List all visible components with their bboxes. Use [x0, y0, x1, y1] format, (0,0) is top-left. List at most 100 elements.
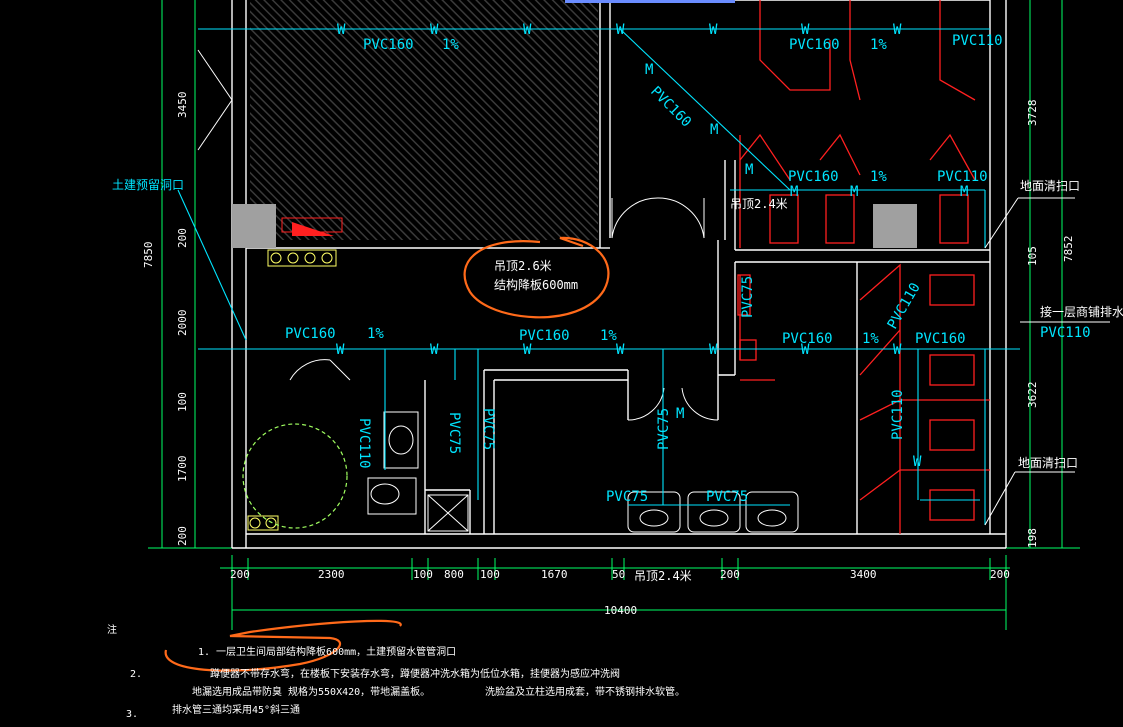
svg-text:3400: 3400	[850, 568, 877, 581]
ceiling-height-right: 吊顶2.4米	[730, 197, 788, 211]
label-slope-mid-right: 1%	[870, 169, 887, 185]
label-pvc160-mid-right: PVC160	[788, 169, 839, 185]
svg-text:W: W	[523, 22, 532, 38]
leader-lines	[984, 197, 1110, 526]
label-pvc110-vertical-r: PVC110	[885, 280, 924, 332]
label-pvc75-b: PVC75	[480, 408, 496, 450]
svg-text:2.: 2.	[130, 669, 142, 680]
label-slope-main-center: 1%	[600, 328, 617, 344]
hatched-area	[250, 0, 598, 240]
svg-text:M: M	[960, 184, 968, 200]
cleanout-row	[247, 249, 337, 531]
label-pvc160-main-center: PVC160	[519, 328, 570, 344]
label-pvc160-main-right: PVC160	[782, 331, 833, 347]
label-slope-main-right: 1%	[862, 331, 879, 347]
w-markers: W W W W W W W W W W W W W W W	[336, 22, 922, 470]
svg-text:1. 一层卫生间局部结构降板600mm，土建预留水管管洞口: 1. 一层卫生间局部结构降板600mm，土建预留水管管洞口	[198, 645, 456, 658]
svg-text:100: 100	[480, 568, 500, 581]
svg-text:M: M	[645, 62, 653, 78]
svg-text:2300: 2300	[318, 568, 345, 581]
label-pvc110-left: PVC110	[356, 418, 372, 469]
svg-text:洗脸盆及立柱选用成套，带不锈钢排水软管。: 洗脸盆及立柱选用成套，带不锈钢排水软管。	[485, 685, 685, 698]
column-left	[232, 204, 276, 248]
svg-text:200: 200	[990, 568, 1010, 581]
svg-text:200: 200	[176, 228, 189, 248]
svg-text:1700: 1700	[176, 456, 189, 483]
svg-text:2000: 2000	[176, 310, 189, 337]
svg-text:注: 注	[107, 623, 117, 636]
dims-right: 3728 105 3622 198 7852	[1026, 100, 1075, 549]
label-pvc110-vertical-rr: PVC110	[890, 389, 906, 440]
svg-text:M: M	[710, 122, 718, 138]
label-pvc75-vertical: PVC75	[740, 276, 756, 318]
svg-text:7850: 7850	[142, 242, 155, 269]
label-pvc160-diagonal: PVC160	[647, 84, 694, 131]
svg-text:M: M	[676, 406, 684, 422]
svg-text:排水管三通均采用45°斜三通: 排水管三通均采用45°斜三通	[172, 703, 300, 716]
label-slope-main-left: 1%	[367, 326, 384, 342]
svg-text:100: 100	[413, 568, 433, 581]
floor-cleanout-label-2: 地面清扫口	[1018, 456, 1078, 470]
svg-text:200: 200	[176, 526, 189, 546]
label-slope-top: 1%	[442, 37, 459, 53]
floor-cleanout-label-1: 地面清扫口	[1020, 179, 1080, 193]
svg-text:M: M	[850, 184, 858, 200]
label-pvc75-basin-right: PVC75	[706, 489, 748, 505]
svg-text:3.: 3.	[126, 709, 138, 720]
svg-text:10400: 10400	[604, 604, 637, 617]
ceiling-height-center: 吊顶2.6米	[494, 259, 552, 273]
svg-text:地漏选用成品带防臭 规格为550X420，带地漏盖板。: 地漏选用成品带防臭 规格为550X420，带地漏盖板。	[192, 685, 430, 698]
dims-bottom: 200 2300 100 800 100 1670 50 200 3400 20…	[230, 568, 1010, 617]
label-pvc110-to-floor1: PVC110	[1040, 325, 1091, 341]
svg-text:1670: 1670	[541, 568, 568, 581]
label-pvc160-top: PVC160	[363, 37, 414, 53]
svg-text:198: 198	[1026, 528, 1039, 548]
toilet-stalls	[737, 0, 990, 534]
svg-text:蹲便器不带存水弯，在楼板下安装存水弯，蹲便器冲洗水箱为低位水: 蹲便器不带存水弯，在楼板下安装存水弯，蹲便器冲洗水箱为低位水箱，挂便器为感应冲洗…	[210, 667, 620, 680]
svg-text:W: W	[616, 342, 625, 358]
label-pvc160-top-right: PVC160	[789, 37, 840, 53]
svg-text:3450: 3450	[176, 92, 189, 119]
svg-text:W: W	[893, 342, 902, 358]
label-pvc110-top-right: PVC110	[952, 33, 1003, 49]
svg-text:100: 100	[176, 392, 189, 412]
round-shower	[242, 423, 348, 529]
svg-text:W: W	[893, 22, 902, 38]
label-pvc75-c: PVC75	[656, 408, 672, 450]
markup-annotations	[164, 236, 610, 672]
svg-text:M: M	[745, 162, 753, 178]
svg-text:105: 105	[1026, 246, 1039, 266]
notes-block: 注 1. 一层卫生间局部结构降板600mm，土建预留水管管洞口 2. 蹲便器不带…	[107, 623, 685, 720]
label-pvc110-mid-right: PVC110	[937, 169, 988, 185]
svg-text:W: W	[336, 342, 345, 358]
svg-text:W: W	[430, 342, 439, 358]
blue-marker-top	[565, 0, 735, 3]
svg-text:W: W	[523, 342, 532, 358]
svg-text:M: M	[790, 184, 798, 200]
svg-text:7852: 7852	[1062, 236, 1075, 263]
label-pvc160-main-left: PVC160	[285, 326, 336, 342]
label-slope-top-right: 1%	[870, 37, 887, 53]
label-pvc75-a: PVC75	[446, 412, 462, 454]
svg-text:800: 800	[444, 568, 464, 581]
svg-text:W: W	[337, 22, 346, 38]
svg-text:3622: 3622	[1026, 382, 1039, 409]
svg-text:W: W	[709, 342, 718, 358]
label-pvc75-basin-left: PVC75	[606, 489, 648, 505]
structure-slab-drop: 结构降板600mm	[494, 277, 578, 292]
column-right	[873, 204, 917, 248]
svg-text:W: W	[801, 22, 810, 38]
svg-text:200: 200	[230, 568, 250, 581]
svg-text:200: 200	[720, 568, 740, 581]
ceiling-height-bottom: 吊顶2.4米	[634, 569, 692, 583]
svg-text:50: 50	[612, 568, 625, 581]
dims-left: 3450 200 2000 100 1700 200 7850	[142, 92, 189, 547]
svg-text:W: W	[801, 342, 810, 358]
svg-text:W: W	[616, 22, 625, 38]
svg-text:W: W	[709, 22, 718, 38]
white-fixtures	[367, 411, 799, 533]
m-markers: M M M M M M M	[645, 62, 968, 422]
walls	[231, 0, 1007, 549]
civil-opening-label: 土建预留洞口	[112, 178, 184, 192]
